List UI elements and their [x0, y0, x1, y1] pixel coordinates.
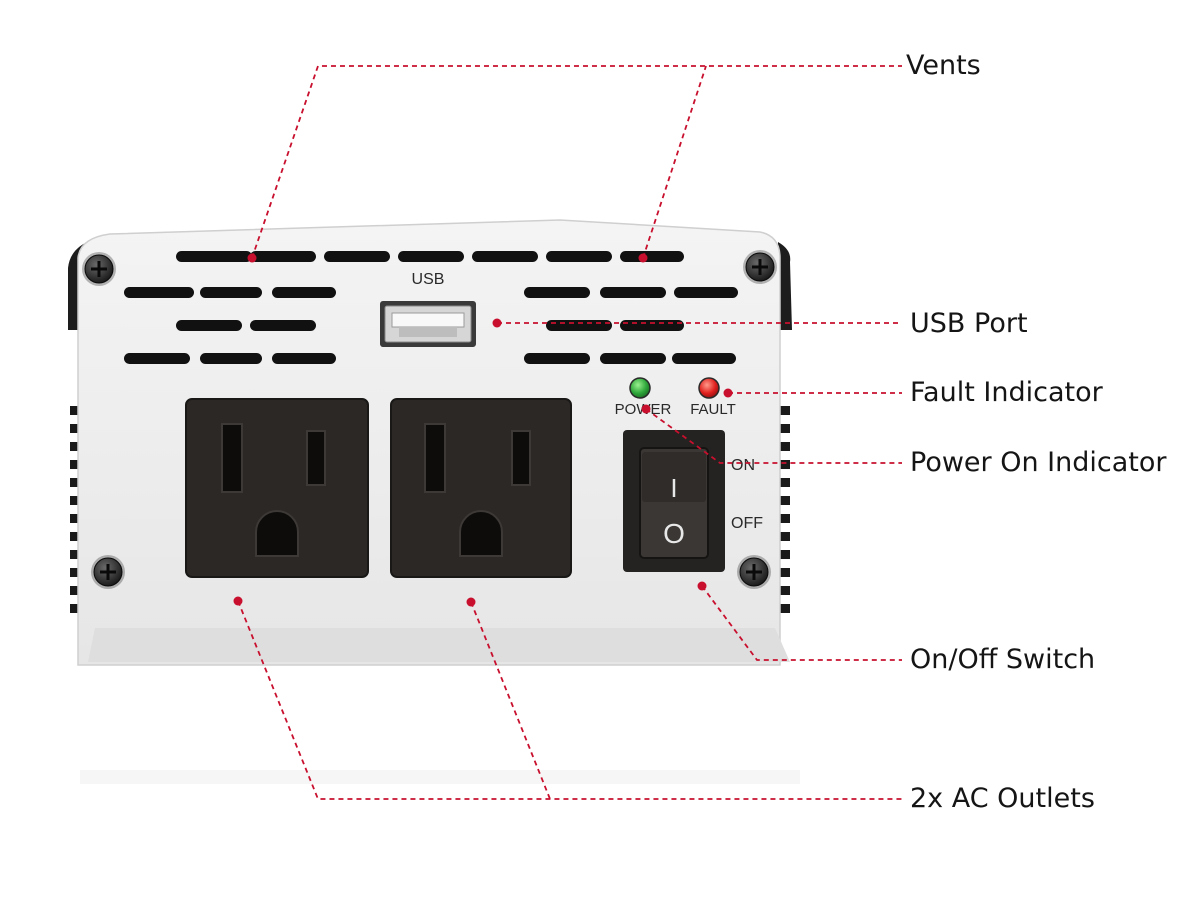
vent-slot	[600, 287, 666, 298]
cooling-fin	[70, 568, 80, 577]
vent-slot	[124, 287, 194, 298]
vent-slot	[620, 320, 684, 331]
power-on-indicator-callout: Power On Indicator	[910, 447, 1167, 478]
fault-indicator-callout: Fault Indicator	[910, 377, 1103, 408]
vent-slot	[546, 320, 612, 331]
vent-slot	[200, 287, 262, 298]
vent-slot	[398, 251, 464, 262]
cooling-fin	[780, 442, 790, 451]
panel-screws	[82, 250, 777, 589]
cooling-fin	[70, 604, 80, 613]
fault-led-icon	[698, 377, 720, 399]
cooling-fin	[70, 514, 80, 523]
right-housing-cap	[778, 242, 792, 330]
cooling-fin	[780, 406, 790, 415]
vent-slot	[620, 251, 684, 262]
vent-slot	[472, 251, 538, 262]
vent-slot	[250, 251, 316, 262]
cooling-fin	[780, 568, 790, 577]
left-cooling-fins	[70, 406, 80, 613]
usb-label: USB	[412, 271, 445, 288]
cooling-fin	[70, 442, 80, 451]
power-led-icon	[629, 377, 651, 399]
cooling-fin	[70, 478, 80, 487]
screw-icon	[82, 252, 116, 286]
vent-slot	[546, 251, 612, 262]
right-cooling-fins	[780, 406, 790, 613]
ac-outlet-2[interactable]	[390, 398, 572, 578]
cooling-fin	[70, 496, 80, 505]
vent-slot	[176, 320, 242, 331]
vent-slot	[672, 353, 736, 364]
leader-anchor-dots	[233, 253, 733, 607]
screw-icon	[743, 250, 777, 284]
vents-callout: Vents	[906, 50, 981, 81]
vent-slot	[250, 320, 316, 331]
power-indicator-leader-line	[645, 408, 902, 464]
ac-outlets-callout: 2x AC Outlets	[910, 783, 1095, 814]
leader-lines	[237, 65, 902, 800]
cooling-fin	[70, 406, 80, 415]
cooling-fin	[780, 478, 790, 487]
panel-bottom-lip	[88, 628, 790, 662]
vent-slot	[176, 251, 252, 262]
vent-slot	[600, 353, 666, 364]
rocker-off-symbol: O	[663, 518, 685, 549]
cooling-fin	[780, 550, 790, 559]
cooling-fin	[70, 424, 80, 433]
switch-leader-line	[701, 585, 902, 661]
screw-icon	[737, 555, 771, 589]
cooling-fin	[780, 604, 790, 613]
cooling-fin	[70, 550, 80, 559]
vent-slot	[272, 287, 336, 298]
screw-icon	[91, 555, 125, 589]
ac-outlet-1[interactable]	[185, 398, 369, 578]
floor-shadow	[80, 770, 800, 784]
vents-leader-line-2	[642, 65, 707, 259]
cooling-fin	[780, 532, 790, 541]
on-off-switch-callout: On/Off Switch	[910, 644, 1096, 675]
switch-on-label: ON	[731, 457, 755, 474]
vent-slot	[124, 353, 190, 364]
cooling-fin	[70, 460, 80, 469]
cooling-fin	[780, 496, 790, 505]
on-off-rocker-switch[interactable]: I O	[623, 430, 725, 572]
usb-port-callout: USB Port	[910, 308, 1028, 339]
vent-slot	[524, 353, 590, 364]
usb-port[interactable]	[380, 301, 476, 347]
vent-slot	[272, 353, 336, 364]
cooling-fin	[780, 514, 790, 523]
cooling-fin	[70, 586, 80, 595]
cooling-fin	[780, 424, 790, 433]
switch-off-label: OFF	[731, 515, 763, 532]
cooling-fin	[70, 532, 80, 541]
vent-slot	[200, 353, 262, 364]
fault-led-label: FAULT	[690, 401, 736, 418]
vent-slot	[524, 287, 590, 298]
vents-leader-line	[251, 65, 902, 259]
cooling-fin	[780, 460, 790, 469]
vent-slot	[324, 251, 390, 262]
vent-slot	[674, 287, 738, 298]
cooling-fin	[780, 586, 790, 595]
rocker-on-symbol: I	[670, 473, 677, 503]
